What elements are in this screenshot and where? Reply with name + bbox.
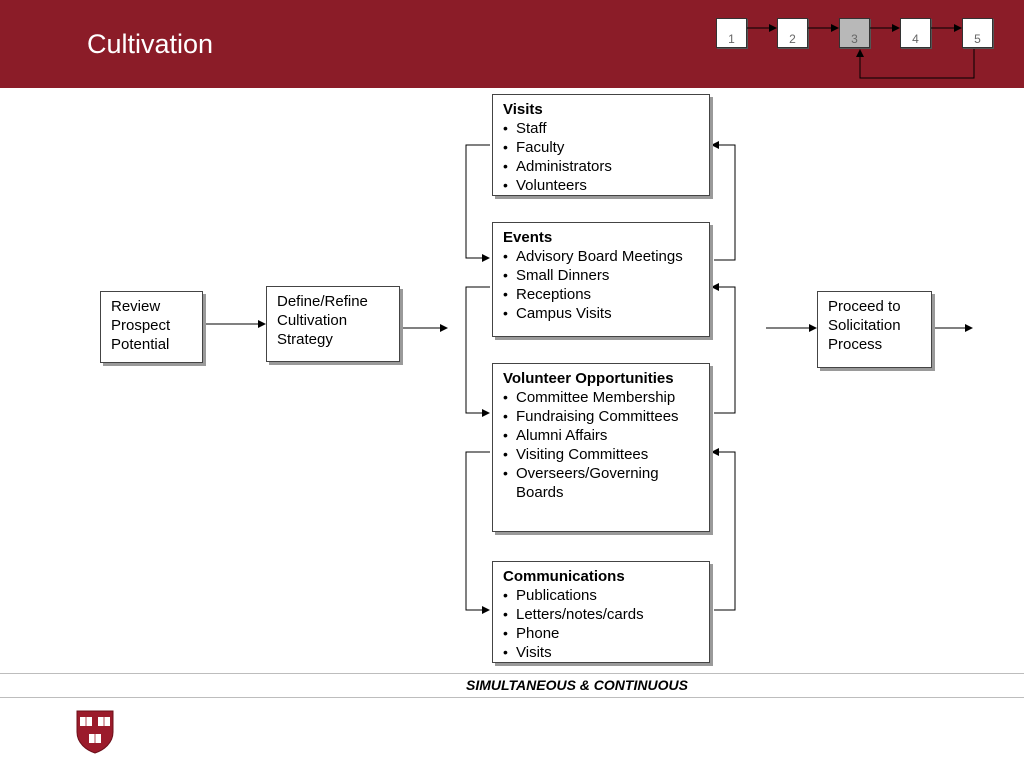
events-item: Small Dinners [503,266,699,285]
review-prospect-box: Review Prospect Potential [100,291,203,363]
footer-rule-top [0,673,1024,674]
step-4[interactable]: 4 [900,18,931,48]
proceed-line-1: Proceed to [828,298,901,315]
left-feedback-lines [465,144,490,614]
university-shield-icon [76,710,114,754]
review-line-1: Review [111,298,161,315]
visits-item: Staff [503,119,699,138]
visits-box: Visits Staff Faculty Administrators Volu… [492,94,710,196]
visits-item: Administrators [503,157,699,176]
review-line-2: Prospect [111,317,171,334]
flow-arrows [204,320,973,332]
visits-heading: Visits [503,101,543,118]
step-3-active[interactable]: 3 [839,18,870,48]
volunteer-item: Committee Membership [503,388,699,407]
page-title: Cultivation [87,29,214,59]
events-item: Receptions [503,285,699,304]
step-2[interactable]: 2 [777,18,808,48]
volunteer-box: Volunteer Opportunities Committee Member… [492,363,710,532]
define-strategy-box: Define/Refine Cultivation Strategy [266,286,400,362]
volunteer-item: Overseers/Governing Boards [503,464,686,502]
communications-item: Phone [503,624,699,643]
events-box: Events Advisory Board Meetings Small Din… [492,222,710,337]
proceed-line-3: Process [828,336,883,353]
communications-item: Letters/notes/cards [503,605,699,624]
events-item: Advisory Board Meetings [503,247,699,266]
right-feedback-lines [711,141,736,611]
proceed-line-2: Solicitation [828,317,901,334]
events-item: Campus Visits [503,304,699,323]
visits-item: Faculty [503,138,699,157]
communications-heading: Communications [503,568,625,585]
define-line-3: Strategy [277,331,333,348]
volunteer-item: Visiting Committees [503,445,699,464]
define-line-2: Cultivation [277,312,348,329]
events-heading: Events [503,229,553,246]
visits-item: Volunteers [503,176,699,195]
proceed-solicitation-box: Proceed to Solicitation Process [817,291,932,368]
volunteer-item: Fundraising Committees [503,407,699,426]
step-5[interactable]: 5 [962,18,993,48]
communications-item: Visits [503,643,699,662]
review-line-3: Potential [111,336,170,353]
volunteer-heading: Volunteer Opportunities [503,370,674,387]
footer-rule-bottom [0,697,1024,698]
footer-note: SIMULTANEOUS & CONTINUOUS [466,677,688,693]
define-line-1: Define/Refine [277,293,368,310]
volunteer-item: Alumni Affairs [503,426,699,445]
communications-item: Publications [503,586,699,605]
step-1[interactable]: 1 [716,18,747,48]
step-connectors [747,24,975,79]
communications-box: Communications Publications Letters/note… [492,561,710,663]
